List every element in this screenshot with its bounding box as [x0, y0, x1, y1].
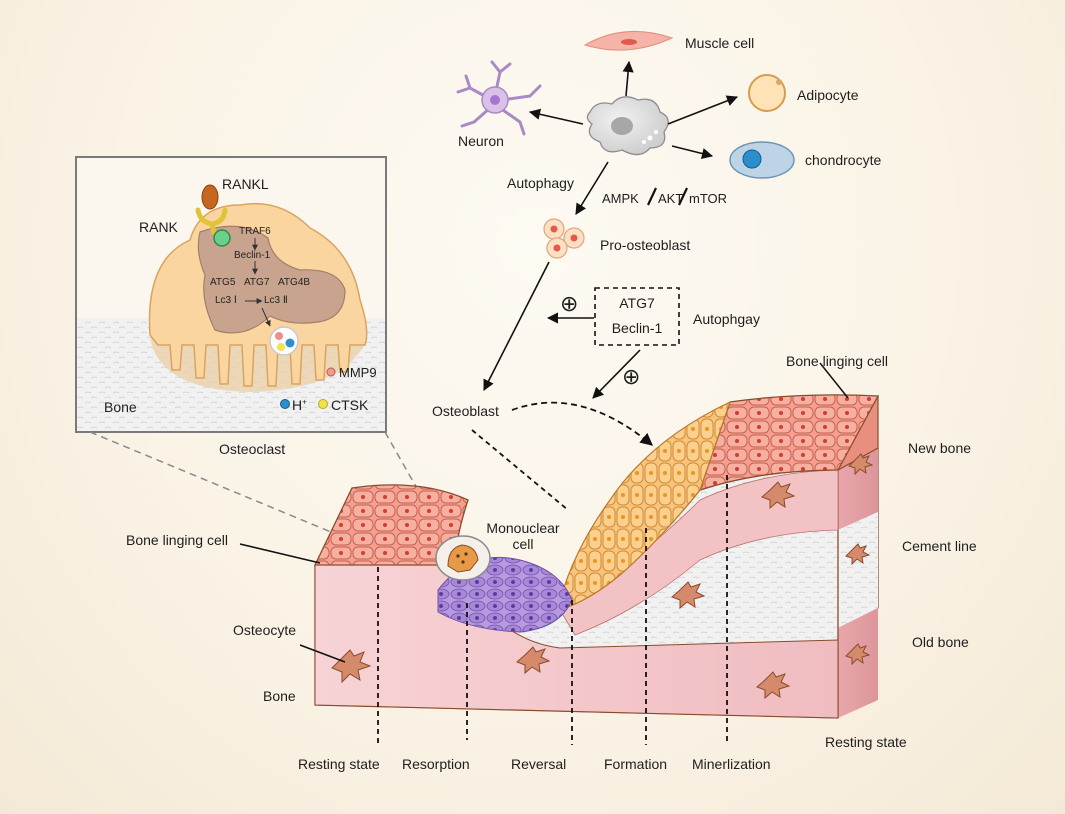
new-bone-label: New bone: [908, 440, 972, 456]
pro-osteoblast-label: Pro-osteoblast: [600, 237, 691, 253]
bone-lining-left-label: Bone linging cell: [126, 532, 228, 548]
inset-bone-label: Bone: [104, 399, 137, 415]
regulation-box: [594, 287, 680, 346]
resting-right-label: Resting state: [825, 734, 907, 750]
pathway-mtor: mTOR: [689, 191, 728, 206]
stage-resting: Resting state: [298, 756, 380, 772]
regulation-beclin: Beclin-1: [611, 320, 663, 336]
cement-line-label: Cement line: [902, 538, 977, 554]
promote-symbol-2: ⊕: [622, 364, 641, 389]
stage-reversal: Reversal: [511, 756, 567, 772]
pathway-akt: AKT: [658, 191, 684, 206]
h-plus-label: H+: [292, 397, 307, 413]
atg4b-label: ATG4B: [278, 277, 311, 288]
autophagy-label: Autophagy: [507, 175, 574, 191]
stage-formation: Formation: [604, 756, 668, 772]
neuron-icon: [456, 60, 542, 136]
adipocyte-label: Adipocyte: [797, 87, 859, 103]
mmp9-dot-icon: [326, 367, 336, 377]
rankl-label: RANKL: [222, 176, 269, 192]
regulation-atg7: ATG7: [619, 295, 655, 311]
beclin-label: Beclin-1: [234, 250, 271, 261]
bone-label: Bone: [263, 688, 296, 704]
osteoclast-inset: [75, 156, 449, 544]
chondrocyte-label: chondrocyte: [805, 152, 882, 168]
pro-osteoblast-icon: [543, 218, 585, 259]
stage-resorption: Resorption: [402, 756, 470, 772]
mmp9-label: MMP9: [339, 365, 377, 380]
promote-symbol-1: ⊕: [560, 291, 579, 316]
stem-cell-group: [456, 30, 795, 399]
neuron-label: Neuron: [458, 133, 504, 149]
rankl-icon: [201, 184, 219, 210]
old-bone-label: Old bone: [912, 634, 969, 650]
bone-block: [239, 362, 880, 745]
bone-lining-right-label: Bone linging cell: [786, 353, 888, 369]
atg5-label: ATG5: [210, 277, 236, 288]
muscle-cell-label: Muscle cell: [685, 35, 755, 51]
regulation-autophagy-label: Autophgay: [693, 311, 760, 327]
rank-label: RANK: [139, 219, 178, 235]
pathway-ampk: AMPK: [602, 191, 639, 206]
lc3-1-label: Lc3 Ⅰ: [215, 295, 237, 306]
osteocyte-icons: [331, 453, 874, 700]
osteocyte-label: Osteocyte: [233, 622, 297, 638]
adipocyte-icon: [748, 74, 786, 112]
ctsk-label: CTSK: [331, 397, 369, 413]
ctsk-dot-icon: [318, 399, 328, 409]
h-plus-dot-icon: [280, 399, 290, 409]
osteoblast-label: Osteoblast: [432, 403, 499, 419]
atg7-label: ATG7: [244, 277, 270, 288]
monocular-label-2: cell: [512, 536, 534, 552]
chondrocyte-icon: [729, 141, 795, 179]
traf6-label: TRAF6: [239, 226, 271, 237]
monocular-label-1: Monouclear: [486, 520, 560, 536]
lc3-2-label: Lc3 Ⅱ: [264, 295, 288, 306]
stage-minerlization: Minerlization: [692, 756, 771, 772]
osteoclast-caption: Osteoclast: [219, 441, 286, 457]
